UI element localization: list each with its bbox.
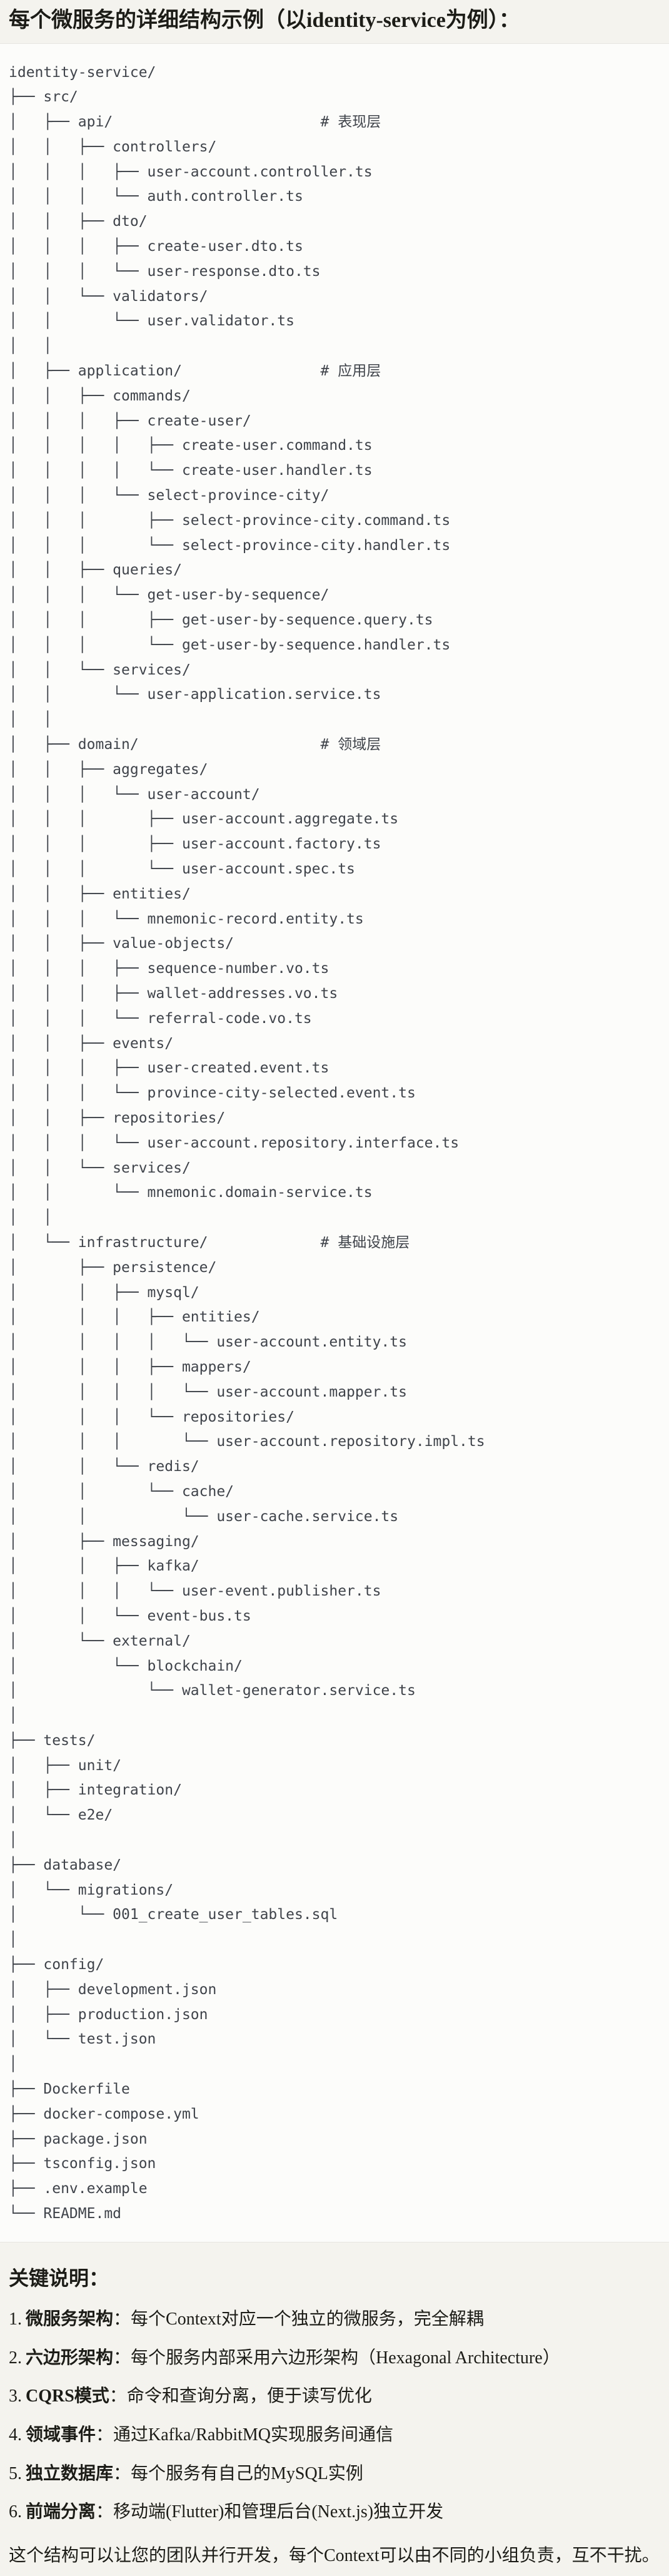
note-number: 5.: [9, 2463, 22, 2483]
note-description: 移动端(Flutter)和管理后台(Next.js)独立开发: [113, 2502, 444, 2522]
note-number: 1.: [9, 2309, 22, 2329]
page-title: 每个微服务的详细结构示例（以identity-service为例）：: [9, 9, 520, 32]
note-term: CQRS模式: [26, 2386, 109, 2406]
directory-tree-text: identity-service/ ├── src/ │ ├── api/ # …: [9, 64, 485, 2222]
note-term: 前端分离: [26, 2502, 96, 2522]
note-number: 2.: [9, 2348, 22, 2368]
closing-paragraph: 这个结构可以让您的团队并行开发，每个Context可以由不同的小组负责，互不干扰…: [9, 2545, 660, 2565]
note-number: 6.: [9, 2502, 22, 2522]
note-item-4: 4.领域事件：通过Kafka/RabbitMQ实现服务间通信: [9, 2425, 660, 2446]
note-colon: ：: [109, 2386, 127, 2406]
note-description: 命令和查询分离，便于读写优化: [126, 2386, 372, 2406]
note-term: 独立数据库: [26, 2463, 114, 2483]
note-item-6: 6.前端分离：移动端(Flutter)和管理后台(Next.js)独立开发: [9, 2502, 660, 2523]
note-term: 领域事件: [26, 2425, 96, 2445]
note-description: 通过Kafka/RabbitMQ实现服务间通信: [113, 2425, 393, 2445]
note-item-5: 5.独立数据库：每个服务有自己的MySQL实例: [9, 2463, 660, 2485]
note-colon: ：: [96, 2502, 114, 2522]
note-colon: ：: [113, 2463, 131, 2483]
key-notes-heading: 关键说明：: [9, 2266, 109, 2289]
note-term: 微服务架构: [26, 2309, 114, 2329]
note-description: 每个服务内部采用六边形架构（Hexagonal Architecture）: [131, 2348, 560, 2368]
note-item-2: 2.六边形架构：每个服务内部采用六边形架构（Hexagonal Architec…: [9, 2348, 660, 2369]
note-description: 每个Context对应一个独立的微服务，完全解耦: [131, 2309, 484, 2329]
note-colon: ：: [96, 2425, 114, 2445]
key-notes-section: 关键说明： 1.微服务架构：每个Context对应一个独立的微服务，完全解耦 2…: [0, 2266, 669, 2567]
note-item-1: 1.微服务架构：每个Context对应一个独立的微服务，完全解耦: [9, 2309, 660, 2330]
note-description: 每个服务有自己的MySQL实例: [131, 2463, 363, 2483]
note-number: 3.: [9, 2386, 22, 2406]
note-item-3: 3.CQRS模式：命令和查询分离，便于读写优化: [9, 2386, 660, 2407]
note-term: 六边形架构: [26, 2348, 114, 2368]
note-number: 4.: [9, 2425, 22, 2445]
note-colon: ：: [113, 2309, 131, 2329]
note-colon: ：: [113, 2348, 131, 2368]
directory-tree-code-block: identity-service/ ├── src/ │ ├── api/ # …: [0, 43, 669, 2243]
